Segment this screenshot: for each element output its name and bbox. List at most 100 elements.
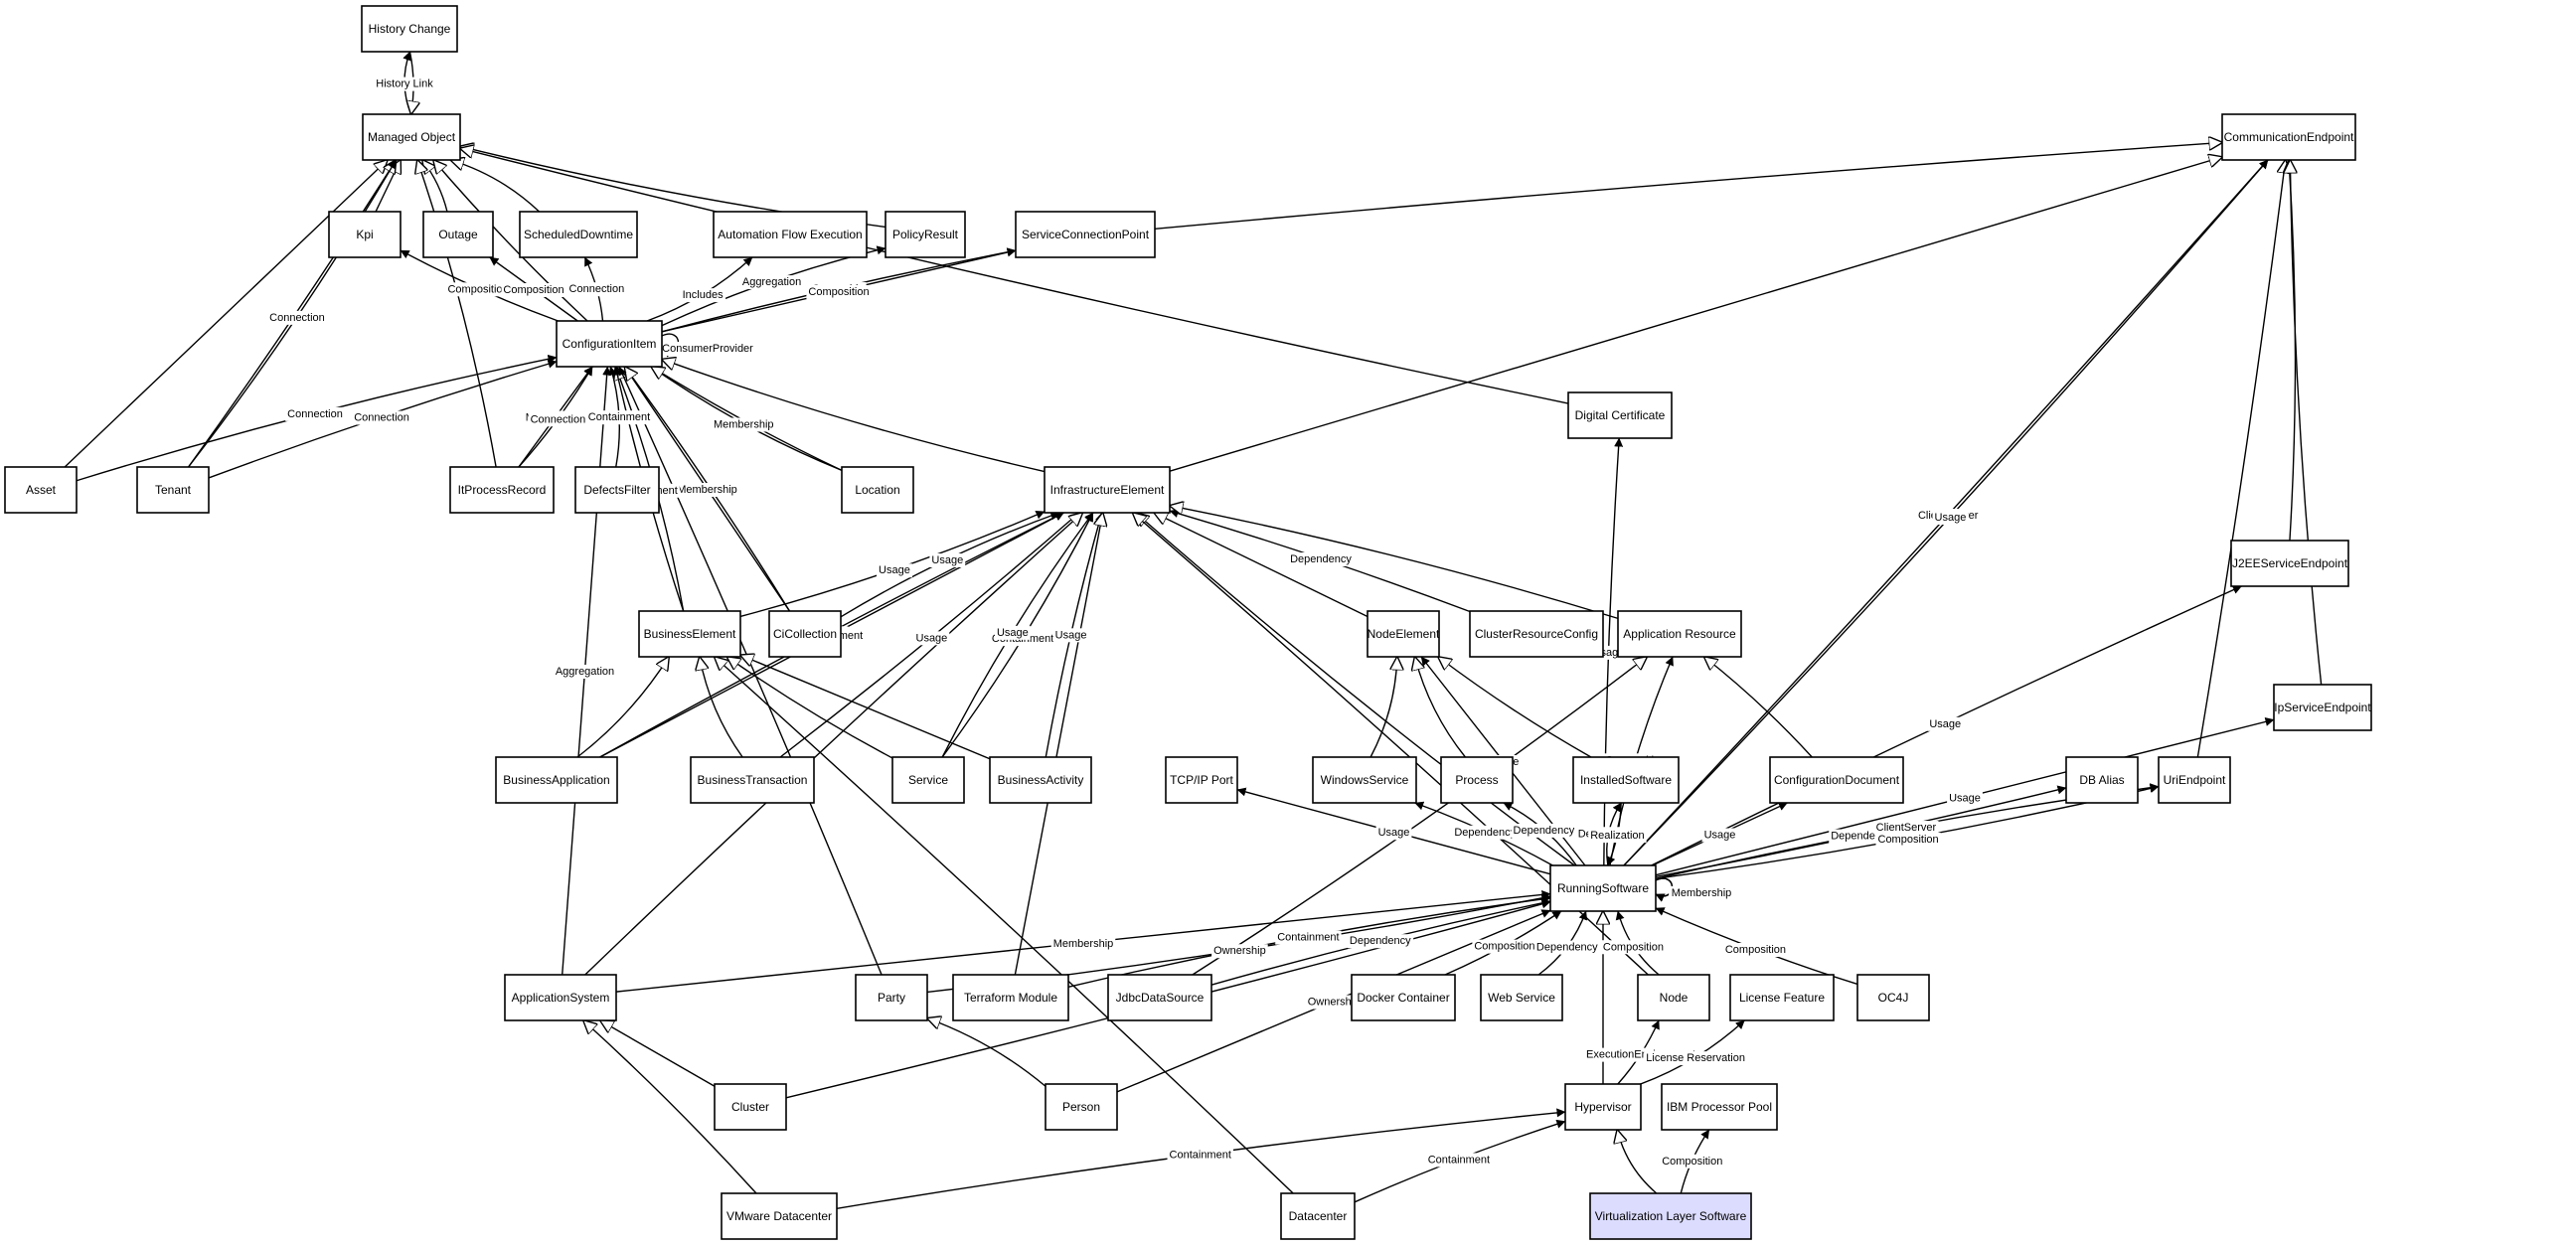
edge-label-background: [267, 310, 327, 325]
node-history-change[interactable]: History Change: [361, 5, 458, 53]
edge-label: History Link: [376, 78, 433, 90]
node-outage[interactable]: Outage: [422, 211, 494, 258]
node-managed-object[interactable]: Managed Object: [362, 113, 461, 161]
edge-line: [1192, 657, 1647, 976]
edge-label: Connection: [354, 412, 409, 424]
edge-label: Composition: [447, 283, 508, 295]
node-business-application[interactable]: BusinessApplication: [495, 756, 618, 804]
edge-label-background: [374, 77, 436, 91]
node-party[interactable]: Party: [855, 974, 928, 1021]
node-communication-endpoint[interactable]: CommunicationEndpoint: [2221, 113, 2356, 161]
node-docker-container[interactable]: Docker Container: [1351, 974, 1456, 1021]
node-box: [1367, 610, 1440, 658]
node-j2ee-service-endpoint[interactable]: J2EEServiceEndpoint: [2230, 540, 2349, 587]
edge-label-background: [285, 406, 345, 421]
node-application-system[interactable]: ApplicationSystem: [504, 974, 617, 1021]
node-web-service[interactable]: Web Service: [1480, 974, 1563, 1021]
edge-line: [2289, 160, 2295, 542]
node-service[interactable]: Service: [891, 756, 965, 804]
edge-line: [576, 657, 669, 758]
node-tcpip-port[interactable]: TCP/IP Port: [1165, 756, 1238, 804]
node-person[interactable]: Person: [1045, 1083, 1118, 1131]
node-box: [2221, 113, 2356, 161]
edge-business-application-to-business-element: [576, 657, 669, 758]
node-box: [1015, 211, 1156, 258]
edge-label-background: [1288, 551, 1355, 566]
edge-label-background: [913, 631, 950, 646]
node-kpi[interactable]: Kpi: [328, 211, 402, 258]
node-location[interactable]: Location: [841, 466, 914, 514]
edge-ip-service-endpoint-to-communication-endpoint: [2290, 160, 2323, 686]
edge-label: Usage: [1929, 718, 1961, 730]
edge-line: [715, 657, 1294, 1194]
edge-business-activity-to-business-element: [740, 655, 991, 760]
node-application-resource[interactable]: Application Resource: [1617, 610, 1742, 658]
node-jdbc-data-source[interactable]: JdbcDataSource: [1107, 974, 1212, 1021]
node-vmware-datacenter[interactable]: VMware Datacenter: [721, 1192, 838, 1240]
node-db-alias[interactable]: DB Alias: [2065, 756, 2139, 804]
edge-label-background: [806, 284, 872, 299]
node-process[interactable]: Process: [1440, 756, 1514, 804]
node-label: VMware Datacenter: [726, 1209, 832, 1223]
edge-scheduled-downtime-to-managed-object: [450, 160, 541, 213]
edge-line: [700, 657, 743, 758]
node-ibm-processor-pool[interactable]: IBM Processor Pool: [1661, 1083, 1778, 1131]
node-license-feature[interactable]: License Feature: [1729, 974, 1835, 1021]
node-terraform-module[interactable]: Terraform Module: [952, 974, 1069, 1021]
node-defects-filter[interactable]: DefectsFilter: [574, 466, 660, 514]
node-ci-collection[interactable]: CiCollection: [768, 610, 842, 658]
edge-label-background: [1305, 995, 1363, 1010]
node-business-element[interactable]: BusinessElement: [638, 610, 741, 658]
node-box: [989, 756, 1092, 804]
node-uri-endpoint[interactable]: UriEndpoint: [2158, 756, 2231, 804]
edge-label: Includes: [683, 289, 724, 301]
node-windows-service[interactable]: WindowsService: [1312, 756, 1417, 804]
node-scheduled-downtime[interactable]: ScheduledDowntime: [519, 211, 638, 258]
edge-line: [1617, 1130, 1658, 1194]
node-service-connection-point[interactable]: ServiceConnectionPoint: [1015, 211, 1156, 258]
node-digital-certificate[interactable]: Digital Certificate: [1567, 391, 1673, 439]
node-node-element[interactable]: NodeElement: [1367, 610, 1440, 658]
node-label: History Change: [369, 22, 451, 36]
node-automation-flow-execution[interactable]: Automation Flow Execution: [713, 211, 868, 258]
edge-label-background: [566, 282, 627, 297]
node-cluster[interactable]: Cluster: [714, 1083, 787, 1131]
node-configuration-document[interactable]: ConfigurationDocument: [1769, 756, 1904, 804]
node-datacenter[interactable]: Datacenter: [1280, 1192, 1356, 1240]
node-label: Node: [1660, 991, 1689, 1005]
node-ip-service-endpoint[interactable]: IpServiceEndpoint: [2273, 684, 2372, 731]
node-box: [1769, 756, 1904, 804]
node-label: Virtualization Layer Software: [1595, 1209, 1747, 1223]
edge-label: Containment: [1428, 1154, 1490, 1166]
node-label: NodeElement: [1368, 627, 1440, 641]
node-asset[interactable]: Asset: [4, 466, 78, 514]
node-policy-result[interactable]: PolicyResult: [885, 211, 966, 258]
node-configuration-item[interactable]: ConfigurationItem: [556, 320, 663, 368]
node-label: ApplicationSystem: [512, 991, 610, 1005]
edge-label: ConsumerProvider: [662, 343, 753, 355]
edge-label: Containment: [1170, 1150, 1231, 1162]
node-oc4j[interactable]: OC4J: [1856, 974, 1930, 1021]
node-business-activity[interactable]: BusinessActivity: [989, 756, 1092, 804]
node-installed-software[interactable]: InstalledSoftware: [1572, 756, 1680, 804]
node-tenant[interactable]: Tenant: [136, 466, 210, 514]
edge-line: [1369, 657, 1397, 758]
node-hypervisor[interactable]: Hypervisor: [1564, 1083, 1642, 1131]
node-node[interactable]: Node: [1637, 974, 1710, 1021]
node-box: [1312, 756, 1417, 804]
node-business-transaction[interactable]: BusinessTransaction: [690, 756, 815, 804]
node-itprocess-record[interactable]: ItProcessRecord: [449, 466, 555, 514]
edge-label: ClientServer: [1876, 822, 1937, 834]
edge-label-background: [1660, 1154, 1725, 1169]
node-infrastructure-element[interactable]: InfrastructureElement: [1044, 466, 1171, 514]
node-running-software[interactable]: RunningSoftware: [1549, 864, 1657, 912]
node-label: ItProcessRecord: [458, 483, 547, 497]
node-cluster-resource-config[interactable]: ClusterResourceConfig: [1469, 610, 1604, 658]
node-label: Location: [855, 483, 899, 497]
edge-j2ee-service-endpoint-to-communication-endpoint: [2289, 160, 2295, 542]
node-virtualization-layer-software[interactable]: Virtualization Layer Software: [1589, 1192, 1752, 1240]
edge-label: Dependency: [1290, 553, 1352, 565]
edge-label-background: [1375, 826, 1412, 841]
node-box: [136, 466, 210, 514]
edge-line: [1169, 157, 2222, 472]
